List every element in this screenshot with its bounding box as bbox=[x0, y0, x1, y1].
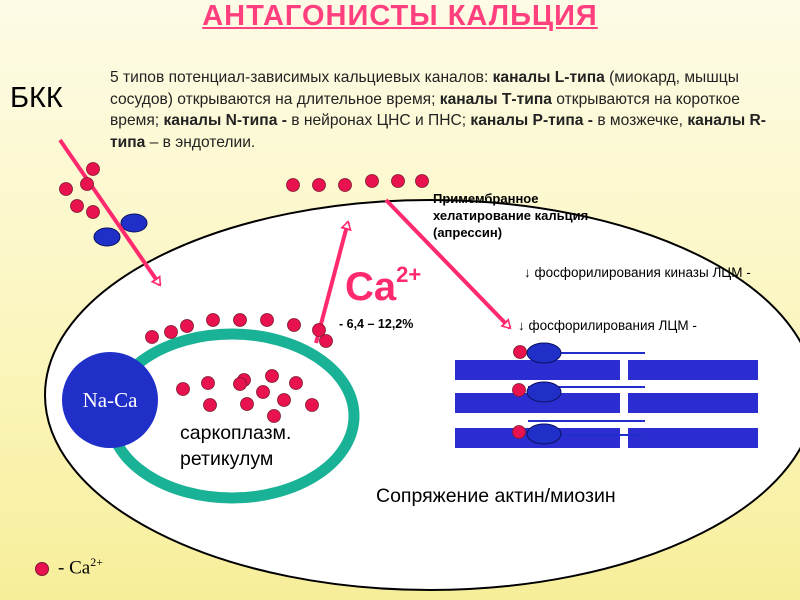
calcium-ion-dot bbox=[80, 177, 94, 191]
calcium-ion-dot bbox=[338, 178, 352, 192]
channel-types-description: 5 типов потенциал-зависимых кальциевых к… bbox=[110, 67, 785, 153]
calcium-ion-dot bbox=[305, 398, 319, 412]
channels-text-3: открываются на короткое время; bbox=[110, 90, 740, 130]
channels-p-type: каналы Р-типа - bbox=[470, 112, 593, 129]
calcium-ion-dot bbox=[201, 376, 215, 390]
calcium-ion-dot bbox=[512, 383, 526, 397]
calcium-ion-dot bbox=[289, 376, 303, 390]
na-ca-label: Na-Ca bbox=[82, 388, 138, 412]
legend-label: - Ca2+ bbox=[58, 555, 103, 579]
chelation-label: Примембранное хелатирование кальция (апр… bbox=[433, 191, 589, 240]
page-title: АНТАГОНИСТЫ КАЛЬЦИЯ bbox=[202, 0, 598, 32]
calcium-ion-dot bbox=[277, 393, 291, 407]
calcium-ion-dot bbox=[240, 397, 254, 411]
phosphorylation-lcm-label: ↓ фосфорилирования ЛЦМ - bbox=[518, 318, 697, 333]
channels-r-type: каналы R-типа bbox=[110, 112, 766, 151]
calcium-label: Ca2+ bbox=[345, 262, 421, 310]
na-ca-exchanger bbox=[62, 352, 158, 448]
channel-blob bbox=[120, 213, 148, 233]
calcium-ion-dot bbox=[391, 174, 405, 188]
channels-text-6: – в эндотелии. bbox=[145, 133, 256, 151]
legend-calcium-dot bbox=[35, 562, 49, 576]
calcium-ion-dot bbox=[312, 323, 326, 337]
phosphorylation-kinase-label: ↓ фосфорилирования киназы ЛЦМ - bbox=[524, 265, 751, 280]
calcium-ion-dot bbox=[86, 205, 100, 219]
calcium-charge: 2+ bbox=[396, 262, 422, 287]
calcium-ions bbox=[59, 162, 527, 439]
actin-myosin-label: Сопряжение актин/миозин bbox=[376, 485, 616, 507]
calcium-ion-dot bbox=[265, 369, 279, 383]
calcium-ion-dot bbox=[203, 398, 217, 412]
arrow-sr-release bbox=[314, 220, 352, 344]
calcium-ion-dot bbox=[365, 174, 379, 188]
legend-charge: 2+ bbox=[90, 555, 103, 569]
channels-text-4: в нейронах ЦНС и ПНС; bbox=[286, 112, 471, 129]
sarcoplasmic-reticulum-label: саркоплазм. ретикулум bbox=[180, 422, 292, 470]
calcium-ion-dot bbox=[287, 318, 301, 332]
channels-n-type: каналы N-типа - bbox=[163, 112, 287, 129]
calcium-ion-dot bbox=[319, 334, 333, 348]
calcium-symbol: Ca bbox=[345, 265, 397, 309]
calcium-ion-dot bbox=[267, 409, 281, 423]
calcium-ion-dot bbox=[233, 377, 247, 391]
calcium-ion-dot bbox=[164, 325, 178, 339]
percent-label: - 6,4 – 12,2% bbox=[339, 317, 414, 331]
calcium-ion-dot bbox=[233, 313, 247, 327]
channels-text-2: (миокард, мышцы сосудов) открываются на … bbox=[110, 69, 739, 108]
calcium-ion-dot bbox=[256, 385, 270, 399]
calcium-ion-dot bbox=[286, 178, 300, 192]
bkk-label: БКК bbox=[10, 82, 63, 114]
channels-l-type: каналы L-типа bbox=[492, 69, 605, 86]
calcium-ion-dot bbox=[70, 199, 84, 213]
calcium-ion-dot bbox=[415, 174, 429, 188]
calcium-ion-dot bbox=[145, 330, 159, 344]
calcium-ion-dot bbox=[206, 313, 220, 327]
calcium-ion-dot bbox=[180, 319, 194, 333]
calcium-ion-dot bbox=[86, 162, 100, 176]
channels-text-1: 5 типов потенциал-зависимых кальциевых к… bbox=[110, 69, 493, 86]
filaments bbox=[455, 342, 758, 448]
arrow-channel-entry bbox=[58, 138, 162, 287]
calcium-ion-dot bbox=[513, 345, 527, 359]
legend-prefix: - Ca bbox=[58, 557, 91, 579]
calcium-ion-dot bbox=[176, 382, 190, 396]
calcium-ion-dot bbox=[260, 313, 274, 327]
channel-blob bbox=[93, 227, 121, 247]
calcium-ion-dot bbox=[312, 178, 326, 192]
channels-t-type: каналы Т-типа bbox=[439, 90, 552, 108]
arrow-to-myofilaments bbox=[384, 198, 512, 330]
channels-text-5: в мозжечке, bbox=[592, 112, 688, 129]
calcium-ion-dot bbox=[512, 425, 526, 439]
calcium-ion-dot bbox=[59, 182, 73, 196]
